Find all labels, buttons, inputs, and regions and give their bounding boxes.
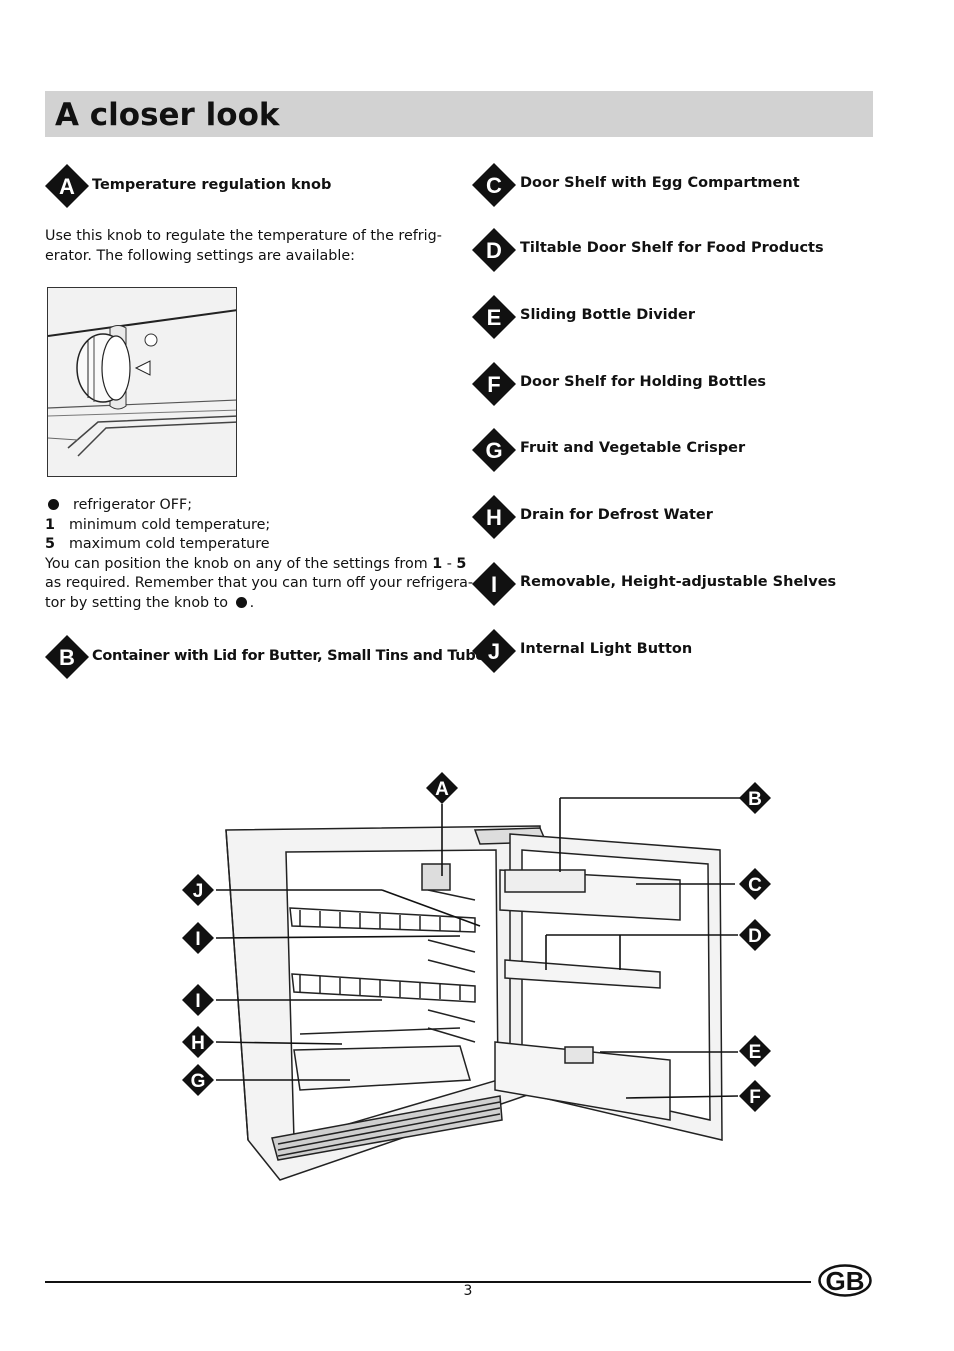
language-badge: GB xyxy=(818,1264,872,1297)
fridge-diagram: A B C D E F G H I I J xyxy=(160,760,800,1190)
knob-intro: Use this knob to regulate the temperatur… xyxy=(45,228,442,264)
svg-text:F: F xyxy=(749,1087,761,1108)
badge-f-icon: F xyxy=(471,361,517,407)
svg-text:GB: GB xyxy=(826,1266,865,1296)
badge-g-icon: G xyxy=(471,427,517,473)
off-dot-icon xyxy=(48,499,59,510)
page-title: A closer look xyxy=(55,97,280,133)
svg-text:C: C xyxy=(486,173,502,198)
badge-a-icon: A xyxy=(44,163,90,209)
svg-text:E: E xyxy=(487,305,502,330)
footer-rule xyxy=(45,1281,811,1283)
item-a-label: Temperature regulation knob xyxy=(92,177,332,193)
svg-text:A: A xyxy=(59,174,75,199)
item-g-label: Fruit and Vegetable Crisper xyxy=(520,440,746,456)
svg-text:J: J xyxy=(488,639,500,664)
item-b-label: Container with Lid for Butter, Small Tin… xyxy=(92,648,494,664)
off-dot-icon xyxy=(235,596,247,608)
svg-text:I: I xyxy=(195,929,200,950)
svg-text:H: H xyxy=(191,1033,205,1054)
badge-e-icon: E xyxy=(471,294,517,340)
item-h-label: Drain for Defrost Water xyxy=(520,507,713,523)
badge-j-icon: J xyxy=(471,628,517,674)
item-d-label: Tiltable Door Shelf for Food Products xyxy=(520,240,824,256)
svg-text:G: G xyxy=(485,438,502,463)
svg-text:H: H xyxy=(486,505,502,530)
badge-i-icon: I xyxy=(471,561,517,607)
knob-illustration xyxy=(47,287,237,477)
svg-text:B: B xyxy=(748,789,762,810)
svg-text:C: C xyxy=(748,875,762,896)
badge-h-icon: H xyxy=(471,494,517,540)
svg-text:J: J xyxy=(193,881,204,902)
item-j-label: Internal Light Button xyxy=(520,641,693,657)
item-e-label: Sliding Bottle Divider xyxy=(520,307,696,323)
svg-text:B: B xyxy=(59,645,75,670)
svg-text:F: F xyxy=(487,372,500,397)
svg-text:G: G xyxy=(191,1071,206,1092)
item-f-label: Door Shelf for Holding Bottles xyxy=(520,374,767,390)
title-bar xyxy=(45,91,873,137)
item-i-label: Removable, Height-adjustable Shelves xyxy=(520,574,837,590)
badge-b-icon: B xyxy=(44,634,90,680)
svg-text:D: D xyxy=(748,926,762,947)
svg-text:A: A xyxy=(435,779,449,800)
page-number: 3 xyxy=(463,1283,473,1299)
svg-text:D: D xyxy=(486,238,502,263)
svg-text:I: I xyxy=(195,991,200,1012)
svg-text:E: E xyxy=(749,1042,762,1063)
badge-c-icon: C xyxy=(471,162,517,208)
svg-text:I: I xyxy=(491,572,497,597)
item-c-label: Door Shelf with Egg Compartment xyxy=(520,175,800,191)
badge-d-icon: D xyxy=(471,227,517,273)
